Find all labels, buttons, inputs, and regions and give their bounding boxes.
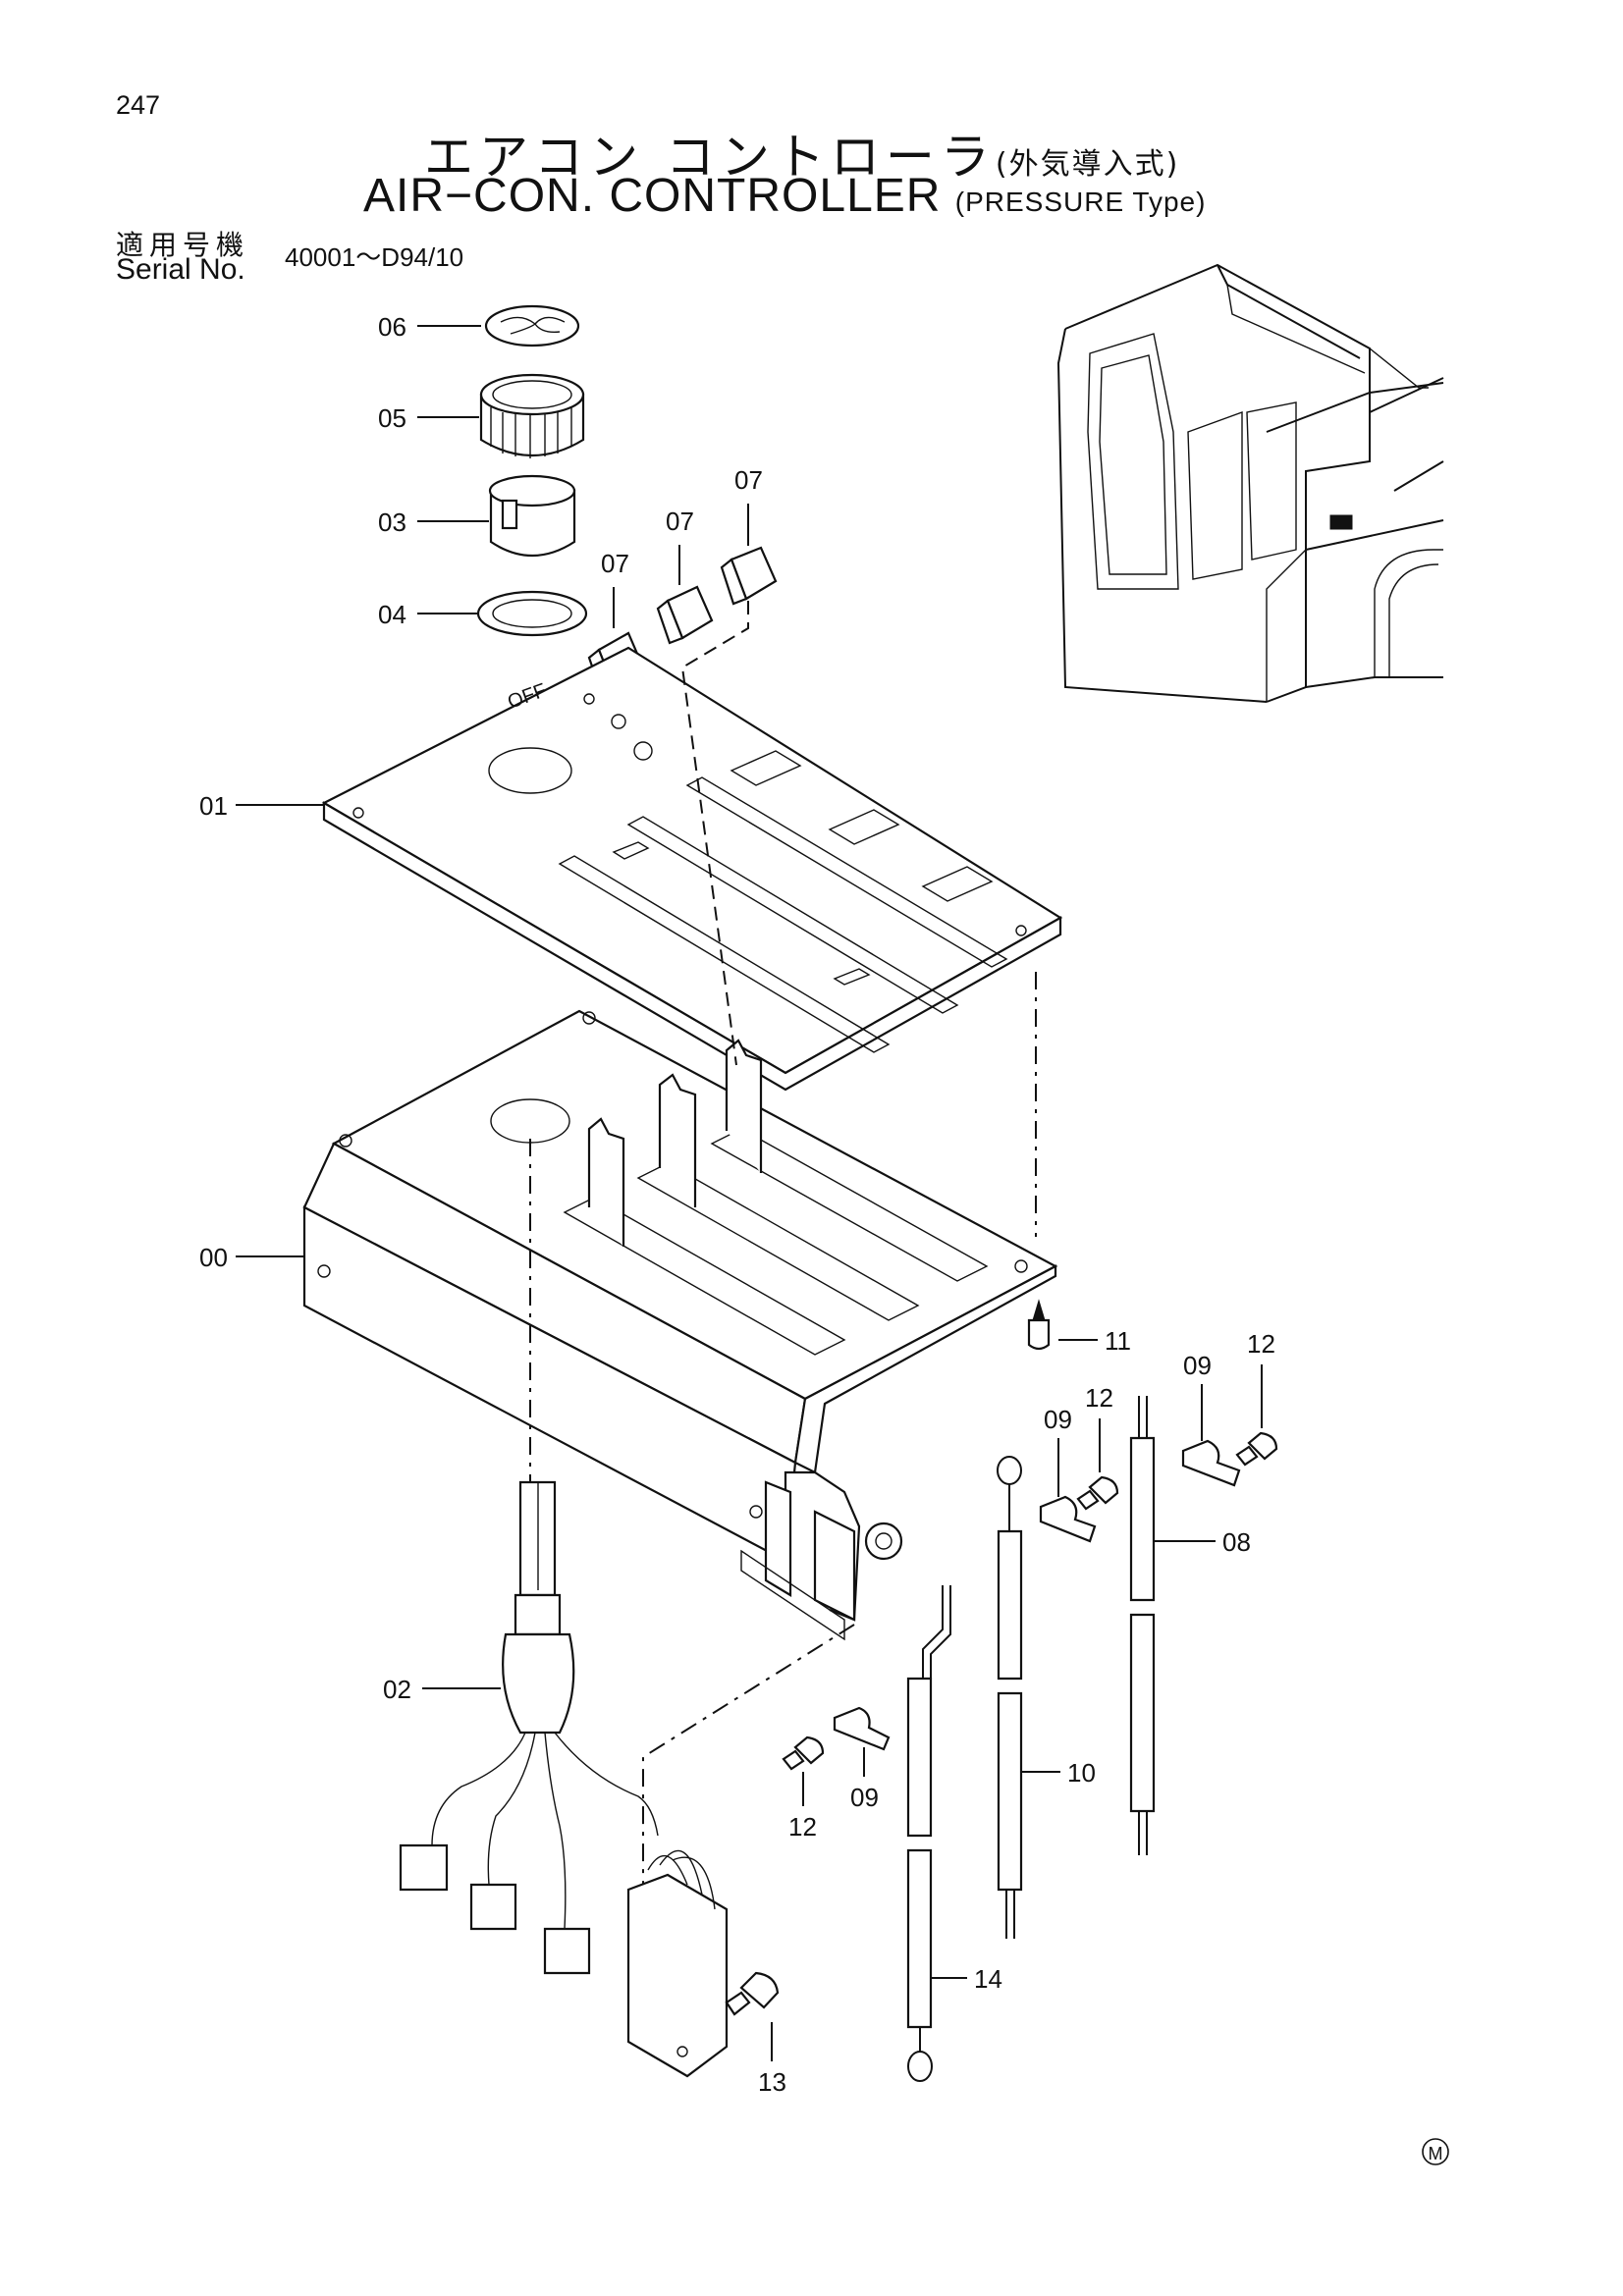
callout-11: 11: [1105, 1326, 1131, 1356]
callout-02: 02: [383, 1675, 411, 1704]
part-10-cable: [997, 1456, 1060, 1939]
callout-03: 03: [378, 507, 406, 537]
title-japanese-sub: (外気導入式): [995, 147, 1180, 182]
callout-09-upper: 09: [1183, 1351, 1212, 1380]
serial-label-english: Serial No.: [116, 253, 245, 286]
callout-05: 05: [378, 403, 406, 433]
callout-06: 06: [378, 312, 406, 342]
part-12-screw-upper: [1235, 1364, 1278, 1467]
callout-07-left: 07: [601, 549, 629, 578]
title-english-sub: (PRESSURE Type): [954, 187, 1207, 217]
callout-01: 01: [199, 791, 228, 821]
callout-13: 13: [758, 2067, 786, 2097]
callout-labels: 06 05 03 04 07 07 07 01 00 02 11 09 12 0…: [199, 312, 1275, 2097]
page-number: 247: [116, 90, 161, 120]
title-japanese-main: エアコン コントローラ: [424, 129, 996, 186]
serial-range: 40001～D94/10: [285, 242, 464, 272]
part-01-cover-plate: OFF: [236, 646, 1063, 1092]
title-english-main: AIR−CON. CONTROLLER: [363, 170, 942, 222]
callout-04: 04: [378, 600, 406, 629]
part-09-clamp-upper: [1181, 1384, 1241, 1487]
serial-label-japanese: 適用号機: [116, 229, 250, 261]
registered-mark: M: [1422, 2138, 1449, 2165]
callout-08: 08: [1222, 1527, 1251, 1557]
part-02-actuator: [399, 1480, 659, 1975]
part-09-clamp-lower: [833, 1706, 891, 1777]
callout-00: 00: [199, 1243, 228, 1272]
part-12-screw-middle: [1076, 1418, 1119, 1511]
cab-inset-illustration: [1056, 263, 1444, 703]
title-japanese: エアコン コントローラ(外気導入式): [424, 118, 1179, 188]
controller-location-marker: [1329, 514, 1353, 530]
part-module-with-leads: [626, 1849, 729, 2078]
part-11-cushion: [1027, 1299, 1098, 1351]
callout-14: 14: [974, 1964, 1002, 1994]
part-13-screw: [725, 1971, 780, 2061]
callout-12-lower: 12: [788, 1812, 817, 1842]
callout-07-middle: 07: [666, 507, 694, 536]
part-06-knob-cap: [417, 304, 580, 347]
mark-letter: M: [1429, 2144, 1443, 2163]
part-12-screw-lower: [782, 1735, 825, 1806]
callout-09-lower: 09: [850, 1783, 879, 1812]
part-03-sleeve: [417, 474, 576, 558]
part-09-clamp-middle: [1039, 1438, 1097, 1543]
callout-10: 10: [1067, 1758, 1096, 1788]
callout-12-upper: 12: [1247, 1329, 1275, 1359]
title-english: AIR−CON. CONTROLLER (PRESSURE Type): [363, 169, 1206, 223]
callout-09-middle: 09: [1044, 1405, 1072, 1434]
callout-12-middle: 12: [1085, 1383, 1113, 1413]
part-08-cable: [1129, 1396, 1216, 1855]
part-05-knob: [417, 373, 585, 458]
part-00-base-housing: [236, 1009, 1058, 1641]
callout-07-right: 07: [734, 465, 763, 495]
part-14-cable: [906, 1585, 967, 2082]
part-04-ring: [417, 590, 588, 637]
